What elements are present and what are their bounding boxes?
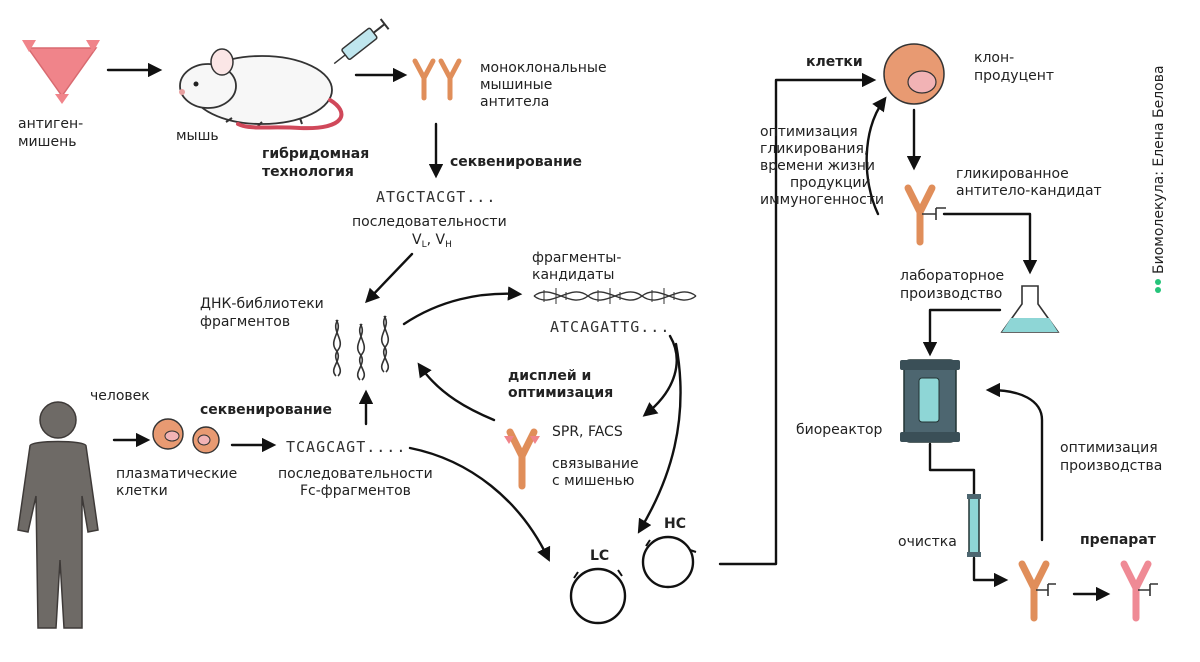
purified-antibody-icon bbox=[1022, 564, 1056, 618]
arrow-fc-to-plasmid bbox=[408, 446, 551, 562]
arrow-optimization-loop bbox=[865, 96, 887, 216]
plasma-label-line2: клетки bbox=[116, 483, 168, 499]
antigen-label-line2: мишень bbox=[18, 134, 77, 150]
bioreactor-label: биореактор bbox=[796, 422, 883, 438]
arrow-fragments-to-spr bbox=[642, 334, 678, 417]
mono-ab-label-line2: мышиные bbox=[480, 77, 552, 93]
credit-dot-icon bbox=[1155, 287, 1161, 293]
antigen-target-icon bbox=[22, 40, 100, 104]
credit: Биомолекула: Елена Белова bbox=[1151, 65, 1167, 293]
syringe-icon bbox=[333, 18, 390, 65]
bioreactor-icon bbox=[900, 359, 960, 443]
drug-label: препарат bbox=[1080, 532, 1157, 548]
plasmid-lc-label: LC bbox=[590, 548, 609, 564]
credit-dot-icon bbox=[1155, 279, 1161, 285]
display-label-line2: оптимизация bbox=[508, 385, 613, 401]
plasmid-lc-icon bbox=[569, 567, 627, 625]
opt-glyc-line5: иммуногенности bbox=[760, 192, 884, 208]
plasma-cells-icon bbox=[152, 418, 220, 454]
hybridoma-label-line2: технология bbox=[262, 164, 354, 180]
mono-ab-label-line3: антитела bbox=[480, 94, 549, 110]
opt-production-line1: оптимизация bbox=[1060, 440, 1158, 456]
arrow-plasmid-to-cells bbox=[718, 72, 877, 566]
purification-label: очистка bbox=[898, 534, 957, 550]
seq-top-vh: V bbox=[436, 232, 446, 248]
opt-glyc-line1: оптимизация bbox=[760, 124, 858, 140]
fc-seq-label-line1: последовательности bbox=[278, 466, 433, 482]
binding-label-line1: связывание bbox=[552, 456, 639, 472]
plasmid-hc-icon bbox=[641, 535, 697, 589]
clone-cell-icon bbox=[883, 43, 945, 105]
seq-top-caption: последовательности bbox=[352, 214, 507, 230]
binding-antibody-icon bbox=[510, 432, 534, 486]
clone-label-line1: клон- bbox=[974, 50, 1014, 66]
lab-production-line1: лабораторное bbox=[900, 268, 1004, 284]
mouse-antibodies-icon bbox=[415, 61, 459, 98]
mouse-icon bbox=[179, 48, 344, 131]
drug-antibody-icon bbox=[1124, 564, 1158, 618]
spr-label: SPR, FACS bbox=[552, 424, 623, 440]
dna-library-label-line2: фрагментов bbox=[200, 314, 290, 330]
human-label: человек bbox=[90, 388, 150, 404]
fragments-label-line2: кандидаты bbox=[532, 267, 614, 283]
seq-bottom-label: секвенирование bbox=[200, 402, 332, 418]
dna-helix-icon bbox=[533, 288, 697, 304]
mouse-label: мышь bbox=[176, 128, 219, 144]
antigen-label-line1: антиген- bbox=[18, 116, 83, 132]
glyc-candidate-line2: антитело-кандидат bbox=[956, 183, 1102, 199]
seq-top-dna: ATGCTACGT... bbox=[376, 188, 496, 206]
binding-antigen-marks bbox=[504, 436, 540, 444]
arrow-display-to-library bbox=[417, 362, 496, 422]
glyc-candidate-line1: гликированное bbox=[956, 166, 1069, 182]
opt-production-line2: производства bbox=[1060, 458, 1162, 474]
mono-ab-label-line1: моноклональные bbox=[480, 60, 607, 76]
glycated-antibody-icon bbox=[908, 188, 946, 242]
fragments-dna: ATCAGATTG... bbox=[550, 318, 670, 336]
opt-glyc-line4: продукции bbox=[790, 175, 871, 191]
seq-top-vl-vh: VL, VH bbox=[412, 232, 452, 250]
arrow-library-to-fragments bbox=[402, 286, 523, 326]
fc-seq-label-line2: Fc-фрагментов bbox=[300, 483, 411, 499]
plasma-label-line1: плазматические bbox=[116, 466, 237, 482]
arrow-opt-production-loop bbox=[985, 382, 1044, 542]
credit-text: Биомолекула: Елена Белова bbox=[1151, 65, 1167, 274]
cells-label: клетки bbox=[806, 54, 863, 70]
binding-label-line2: с мишенью bbox=[552, 473, 635, 489]
seq-top-label: секвенирование bbox=[450, 154, 582, 170]
line-bioreactor-to-column bbox=[928, 442, 976, 498]
dna-library-label-line1: ДНК-библиотеки bbox=[200, 296, 324, 312]
arrow-column-to-antibody bbox=[972, 556, 1009, 588]
dna-library-icon bbox=[332, 315, 390, 381]
seq-top-vl-sub: L bbox=[422, 240, 427, 250]
lab-production-line2: производство bbox=[900, 286, 1002, 302]
seq-top-vl: V bbox=[412, 232, 422, 248]
seq-bottom-dna: TCAGCAGT.... bbox=[286, 438, 406, 456]
human-icon bbox=[17, 401, 99, 629]
purification-column-icon bbox=[967, 494, 981, 557]
plasmid-hc-label: HC bbox=[664, 516, 686, 532]
arrow-seq-to-library bbox=[365, 252, 414, 304]
fragments-label-line1: фрагменты- bbox=[532, 250, 621, 266]
flask-icon bbox=[1000, 285, 1060, 333]
hybridoma-label-line1: гибридомная bbox=[262, 146, 369, 162]
arrow-fragments-to-plasmid bbox=[637, 342, 682, 534]
seq-top-vh-sub: H bbox=[445, 240, 452, 250]
arrow-lab-to-bioreactor bbox=[922, 308, 1002, 357]
clone-label-line2: продуцент bbox=[974, 68, 1054, 84]
seq-top-separator: , bbox=[427, 232, 436, 248]
opt-glyc-line3: времени жизни bbox=[760, 158, 875, 174]
arrow-glyc-to-lab bbox=[942, 212, 1038, 275]
opt-glyc-line2: гликирования, bbox=[760, 141, 868, 157]
display-label-line1: дисплей и bbox=[508, 368, 591, 384]
